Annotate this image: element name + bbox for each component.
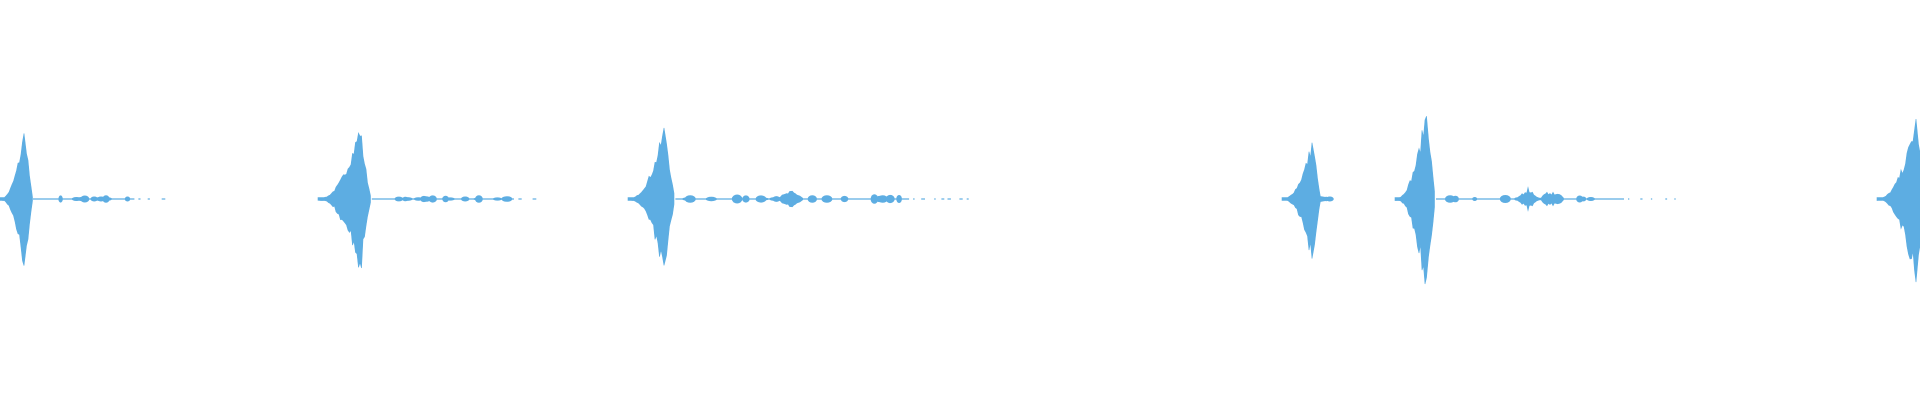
waveform-burst <box>776 190 803 208</box>
waveform-blip <box>461 196 470 202</box>
waveform-blip <box>875 195 886 203</box>
waveform-blip <box>684 195 696 203</box>
waveform-blip <box>705 196 717 202</box>
waveform-fade-dot <box>941 198 945 200</box>
waveform-event <box>0 133 166 266</box>
waveform-blip <box>1580 196 1587 202</box>
waveform-blip <box>445 197 455 201</box>
waveform-peak <box>0 133 33 266</box>
waveform-fade-dot <box>161 198 166 200</box>
waveform-fade-dot <box>913 198 915 200</box>
waveform-blip <box>492 197 502 201</box>
waveform-fade-dot <box>511 198 514 200</box>
waveform-peak <box>1394 116 1435 285</box>
waveform-fade-dot <box>1665 198 1668 200</box>
waveform-blip <box>394 196 403 202</box>
waveform-blip <box>807 195 817 203</box>
waveform-blip <box>742 195 750 203</box>
waveform-blip <box>402 196 408 202</box>
waveform-blip <box>501 196 513 202</box>
waveform-blip <box>840 195 849 203</box>
waveform-events <box>0 116 1920 285</box>
waveform-peak <box>627 127 675 266</box>
waveform-fade-dot <box>966 198 969 200</box>
waveform-blip <box>420 195 428 203</box>
waveform-fade-dot <box>1640 198 1643 200</box>
waveform-blip <box>1323 196 1329 202</box>
waveform-blip <box>870 194 879 204</box>
waveform-blip <box>1499 195 1511 203</box>
waveform-blip <box>885 194 895 204</box>
waveform-fade-dot <box>1674 198 1676 200</box>
waveform-fade-dot <box>1650 198 1653 200</box>
waveform-blip <box>769 197 779 201</box>
waveform-blip <box>821 195 833 203</box>
waveform-blip <box>413 197 423 201</box>
waveform-fade-dot <box>947 198 951 200</box>
waveform-peak <box>317 132 371 269</box>
waveform-blip <box>58 195 63 203</box>
waveform-fade-dot <box>921 198 925 200</box>
waveform-event <box>317 132 537 269</box>
waveform-blip <box>755 195 767 203</box>
waveform-blip <box>1586 197 1596 201</box>
waveform-blip <box>731 194 743 204</box>
waveform-fade-dot <box>1628 198 1630 200</box>
waveform-blip <box>124 196 131 202</box>
waveform-fade-dot <box>138 198 141 200</box>
waveform-fade-dot <box>532 198 537 200</box>
waveform-event <box>1876 118 1920 283</box>
waveform-fade-dot <box>959 198 963 200</box>
waveform-blip <box>103 197 112 201</box>
waveform-fade-dot <box>934 198 936 200</box>
waveform-burst <box>1516 186 1540 212</box>
waveform-event <box>1281 142 1334 259</box>
waveform-fade-dot <box>147 198 150 200</box>
waveform-blip <box>473 197 480 201</box>
waveform-blip <box>80 195 90 203</box>
waveform-fade-dot <box>518 198 522 200</box>
waveform-burst <box>1538 191 1562 207</box>
waveform-peak <box>1876 118 1920 283</box>
waveform-blip <box>428 195 437 203</box>
waveform-blip <box>1451 195 1459 203</box>
waveform-blip <box>896 195 902 203</box>
waveform-blip <box>1472 197 1478 201</box>
